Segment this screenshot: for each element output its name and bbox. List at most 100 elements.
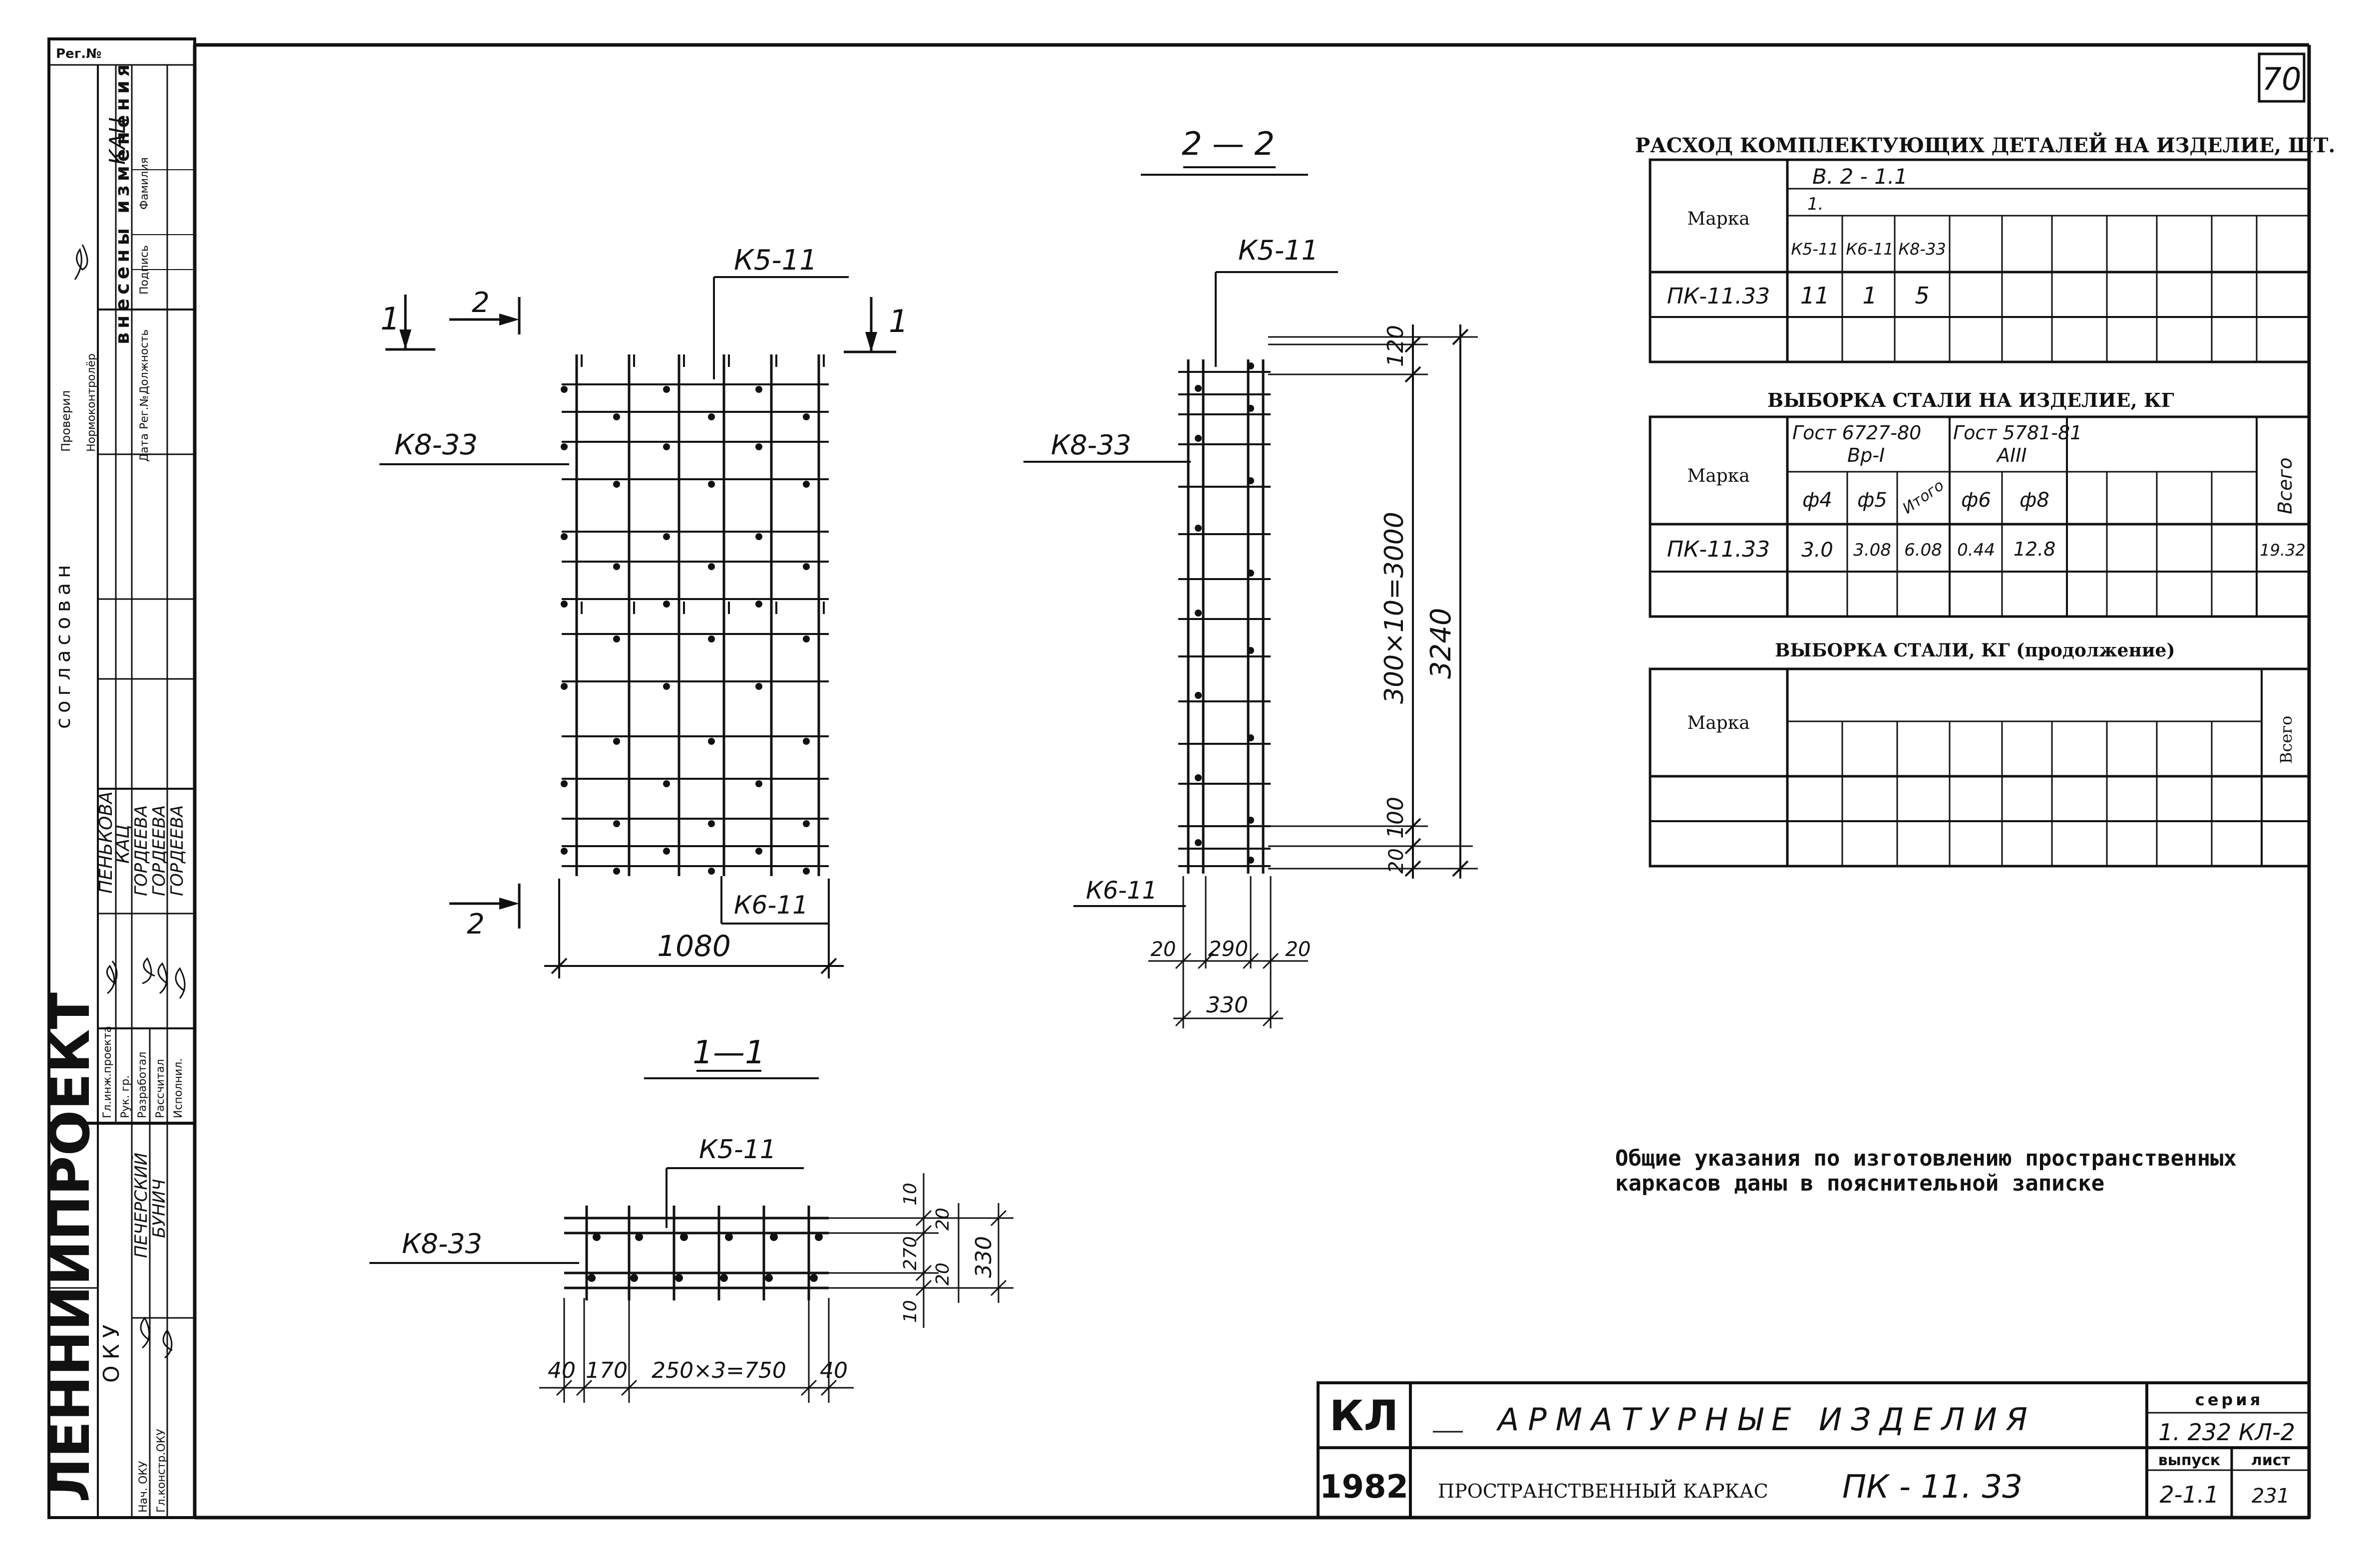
title-issue-value: 2-1.1 [2159,1481,2219,1508]
rebar-node [1247,570,1254,577]
title-caption: ПРОСТРАНСТВЕННЫЙ КАРКАС [1438,1480,1768,1502]
section-22-k5: К5-11 [1238,235,1319,266]
stamp-chief-constructor: Гл.констр.ОКУ [155,1429,168,1513]
note-line-2: каркасов даны в пояснительной записке [1615,1171,2104,1196]
table-steel-value-itogo: 6.08 [1904,540,1942,560]
table-steel-continued: ВЫБОРКА СТАЛИ, КГ (продолжение) Марка Вс… [1649,640,2311,868]
table-parts-group: 1. [1807,194,1823,214]
rebar-node [720,1274,728,1282]
stamp-col-position: Должность [138,329,151,394]
stamp-top-name: КАЦ [105,117,130,165]
stamp-oku: ОКУ [99,1318,124,1383]
table-steel-itogo: Итого [1900,477,1948,518]
sheet-frame [49,43,2311,1520]
section-22-dim-120: 120 [1383,325,1408,367]
title-year: 1982 [1320,1469,1408,1506]
table-steel: ВЫБОРКА СТАЛИ НА ИЗДЕЛИЕ, КГ Марка Гост … [1649,389,2311,618]
rebar-node [1195,692,1202,699]
stamp-col-signature: Подпись [138,245,151,295]
table-parts-series: В. 2 - 1.1 [1812,164,1908,189]
rebar-node [613,481,620,488]
rebar-node [613,635,620,642]
stamp-col-regno: Рег.№ [138,395,151,429]
rebar-node [815,1233,823,1241]
rebar-node [1247,817,1254,824]
title-mark: ПК - 11. 33 [1842,1469,2023,1506]
rebar-node [663,386,670,393]
section-11-dim-40a: 40 [548,1358,576,1383]
rebar-node [725,1233,733,1241]
rebar-node [613,413,620,420]
table-steel-value-d8: 12.8 [2014,538,2056,560]
rebar-node [561,601,568,608]
rebar-node [755,386,762,393]
section-11-title: 1—1 [692,1034,765,1071]
rebar-node [803,635,810,642]
section-11-k8: К8-33 [402,1228,482,1259]
rebar-node [708,868,715,875]
table-steel-value-total: 19.32 [2260,541,2306,560]
rebar-node [663,443,670,450]
front-k8-label: К8-33 [394,429,478,461]
rebar-node [755,780,762,787]
rebar-node [803,563,810,570]
left-stamp: Рег.№ ЛЕННИИПРОЕКТ ОКУ внесены изменения… [39,37,196,1519]
table-steel-d8: ф8 [2020,489,2049,512]
rebar-node [1247,405,1254,412]
rebar-node [770,1233,778,1241]
rebar-node [755,533,762,540]
section-22-k6: К6-11 [1086,877,1157,905]
stamp-checked: Проверил [59,390,73,452]
section-22-dim-100: 100 [1383,797,1408,839]
stamp-reg-no: Рег.№ [56,46,101,61]
section-22-dim-20a: 20 [1151,938,1176,961]
section-22-k8: К8-33 [1051,429,1131,461]
rebar-node [755,683,762,690]
rebar-node [803,481,810,488]
table-parts-col-k6: К6-11 [1846,240,1893,259]
rebar-node [630,1274,638,1282]
rebar-node [1247,477,1254,484]
rebar-node [613,738,620,745]
rebar-node [613,868,620,875]
section-22-dim-290: 290 [1208,937,1248,961]
rebar-node [561,443,568,450]
title-series-value: 1. 232 КЛ-2 [2158,1419,2295,1446]
stamp-org: ЛЕННИИПРОЕКТ [39,992,102,1503]
rebar-node [561,386,568,393]
title-kl: КЛ [1330,1391,1398,1440]
signature-mark [157,962,168,994]
rebar-node [803,413,810,420]
section-11-dim-20b: 20 [933,1262,953,1285]
table-parts-col-k5: К5-11 [1791,240,1838,259]
rebar-node [810,1274,818,1282]
rebar-node [680,1233,688,1241]
rebar-node [803,820,810,827]
signature-mark [162,1329,173,1359]
rebar-node [1195,610,1202,617]
rebar-node [755,848,762,855]
section-22-title: 2 — 2 [1182,126,1275,163]
section-22-dim-330: 330 [1206,992,1248,1018]
section-22-dim-20b: 20 [1286,938,1311,961]
table-steel-gost1-class: Вр-I [1847,444,1885,466]
table-parts-value-k6: 1 [1862,282,1877,309]
stamp-developed: Разработал [136,1052,149,1118]
rebar-node [1247,857,1254,864]
rebar-node [663,533,670,540]
rebar-node [708,635,715,642]
stamp-head-oku: Нач. ОКУ [137,1461,150,1513]
title-issue-label: выпуск [2158,1452,2221,1469]
stamp-name-2: КАЦ [113,825,133,864]
section-11-dim-10b: 10 [900,1300,921,1323]
table-parts-marka: Марка [1687,209,1749,229]
stamp-agreed-title: согласован [52,560,75,729]
section-11-dim-170: 170 [586,1358,628,1383]
note-line-1: Общие указания по изготовлению пространс… [1615,1146,2237,1171]
stamp-name-5: ГОРДЕЕВА [167,805,187,896]
rebar-node [561,780,568,787]
rebar-node [755,601,762,608]
rebar-node [613,563,620,570]
sheet-number-box: 70 [2258,52,2306,103]
section-22-dim-3240: 3240 [1425,608,1457,679]
